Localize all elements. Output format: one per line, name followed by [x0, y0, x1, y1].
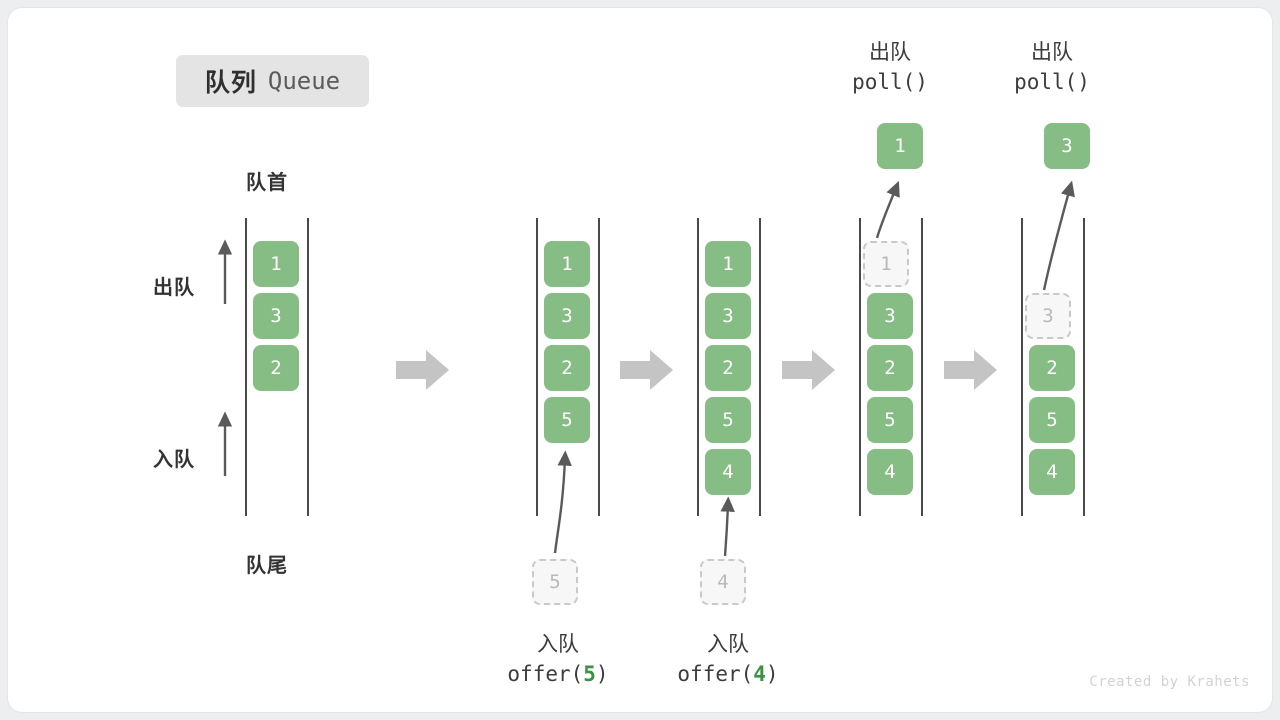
title-chinese: 队列 — [204, 69, 257, 97]
label-dequeue-side: 出队 — [153, 277, 195, 299]
caption-code: poll() — [852, 70, 928, 94]
queue-slot: 1 — [705, 241, 751, 287]
queue-slot: 2 — [544, 345, 590, 391]
popped-element: 1 — [877, 123, 923, 169]
queue-slot: 1 — [253, 241, 299, 287]
transition-arrow — [944, 350, 997, 390]
caption-poll-3: 出队 poll() — [990, 36, 1114, 100]
enqueue-arrow — [553, 450, 572, 554]
popped-element: 3 — [1044, 123, 1090, 169]
rail-right — [759, 218, 761, 516]
caption-cn: 出队 — [1031, 41, 1073, 64]
rail-right — [598, 218, 600, 516]
label-queue-rear: 队尾 — [246, 555, 288, 577]
queue-slot-new: 4 — [705, 449, 751, 495]
watermark-credit: Created by Krahets — [1089, 674, 1250, 690]
transition-arrow — [396, 350, 449, 390]
dequeue-arrow — [1042, 180, 1075, 291]
caption-poll-1: 出队 poll() — [828, 36, 952, 100]
caption-offer-4: 入队 offer(4) — [648, 628, 808, 692]
diagram-card: 队列 Queue 队首 队尾 出队 入队 1 3 2 1 3 2 5 — [8, 8, 1272, 712]
label-enqueue-side: 入队 — [153, 449, 195, 471]
queue-slot: 3 — [867, 293, 913, 339]
dequeue-direction-arrow — [217, 239, 233, 304]
incoming-element: 5 — [532, 559, 578, 605]
queue-slot: 1 — [544, 241, 590, 287]
rail-right — [1083, 218, 1085, 516]
rail-right — [307, 218, 309, 516]
queue-slot: 5 — [1029, 397, 1075, 443]
rail-left — [245, 218, 247, 516]
queue-slot: 2 — [705, 345, 751, 391]
queue-slot: 2 — [1029, 345, 1075, 391]
queue-slot: 2 — [867, 345, 913, 391]
rail-left — [859, 218, 861, 516]
caption-code: offer(4) — [677, 662, 779, 686]
caption-cn: 出队 — [869, 41, 911, 64]
queue-slot: 2 — [253, 345, 299, 391]
queue-slot: 5 — [705, 397, 751, 443]
queue-slot: 4 — [1029, 449, 1075, 495]
transition-arrow — [782, 350, 835, 390]
rail-left — [697, 218, 699, 516]
rail-right — [921, 218, 923, 516]
queue-slot-removed: 3 — [1025, 293, 1071, 339]
caption-cn: 入队 — [707, 633, 749, 656]
queue-slot-removed: 1 — [863, 241, 909, 287]
incoming-element: 4 — [700, 559, 746, 605]
caption-code: poll() — [1014, 70, 1090, 94]
dequeue-arrow — [875, 180, 900, 239]
title-english: Queue — [267, 67, 341, 95]
queue-slot: 3 — [705, 293, 751, 339]
caption-cn: 入队 — [537, 633, 579, 656]
rail-left — [536, 218, 538, 516]
rail-left — [1021, 218, 1023, 516]
enqueue-direction-arrow — [217, 411, 233, 476]
transition-arrow — [620, 350, 673, 390]
queue-slot: 4 — [867, 449, 913, 495]
queue-slot: 5 — [867, 397, 913, 443]
label-queue-front: 队首 — [246, 172, 288, 194]
title-badge: 队列 Queue — [176, 55, 369, 107]
caption-code: offer(5) — [507, 662, 609, 686]
queue-slot: 3 — [544, 293, 590, 339]
caption-offer-5: 入队 offer(5) — [478, 628, 638, 692]
queue-slot: 3 — [253, 293, 299, 339]
enqueue-arrow — [720, 496, 735, 557]
queue-slot-new: 5 — [544, 397, 590, 443]
